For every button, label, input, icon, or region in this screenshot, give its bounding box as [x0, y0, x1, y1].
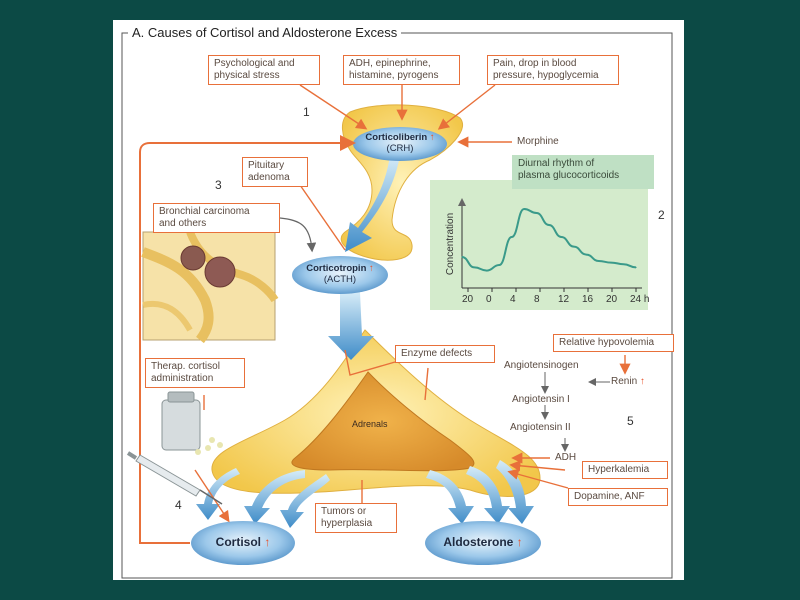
- bronchial-tissue-image: [141, 230, 279, 344]
- label-number-2: 2: [658, 208, 665, 222]
- inset-x-tick-label: 24 h: [630, 294, 650, 305]
- aldosterone-text: Aldosterone: [443, 535, 514, 549]
- stimulus-pain-box: Pain, drop in blood pressure, hypoglycem…: [487, 55, 619, 85]
- angiotensin1-label: Angiotensin I: [512, 394, 570, 405]
- inset-data-point: [461, 256, 463, 258]
- inset-x-tick-label: 20: [462, 294, 474, 305]
- adrenal-gland-shape: [211, 329, 541, 497]
- crh-line2: (CRH): [386, 143, 414, 154]
- dopamine-anf-box: Dopamine, ANF: [568, 488, 668, 506]
- bronchial-to-acth-arrow: [279, 217, 317, 253]
- acth-line2: (ACTH): [323, 274, 357, 285]
- inset-x-tick-label: 20: [606, 294, 618, 305]
- renin-label: Renin ↑: [611, 376, 645, 388]
- stimulus-morphine-label: Morphine: [517, 136, 559, 147]
- acth-to-adrenal-arrow: [328, 292, 374, 360]
- inset-data-point: [498, 264, 500, 266]
- renin-text: Renin: [611, 376, 638, 387]
- figure-title: A. Causes of Cortisol and Aldosterone Ex…: [128, 25, 402, 40]
- therap-to-cortisol-arrow: [194, 469, 230, 523]
- aldosterone-label: Aldosterone ↑: [425, 535, 541, 549]
- cortisol-up-arrow-icon: ↑: [264, 535, 271, 549]
- inset-x-tick-label: 4: [510, 294, 516, 305]
- inset-data-point: [548, 224, 550, 226]
- crh-up-arrow-icon: ↑: [429, 132, 435, 143]
- medicine-bottle-image: [161, 391, 223, 455]
- inset-data-point: [486, 270, 488, 272]
- inset-chart: [458, 198, 642, 292]
- acth-line1: Corticotropin: [306, 263, 367, 274]
- raas-arrows: [541, 372, 610, 452]
- renin-up-arrow-icon: ↑: [639, 376, 645, 387]
- enzyme-defects-box: Enzyme defects: [395, 345, 495, 363]
- inset-chart-title: Diurnal rhythm of plasma glucocorticoids: [518, 158, 620, 181]
- inset-chart-background: [430, 180, 648, 310]
- inset-x-tick-label: 16: [582, 294, 594, 305]
- stimulus-adh-box: ADH, epinephrine, histamine, pyrogens: [343, 55, 460, 85]
- inset-data-point: [523, 208, 525, 210]
- syringe-image: [126, 451, 223, 505]
- label-number-3: 3: [215, 178, 222, 192]
- adrenal-to-aldosterone-arrows: [426, 460, 534, 524]
- hyperkalemia-box: Hyperkalemia: [582, 461, 668, 479]
- inset-x-tick-label: 8: [534, 294, 540, 305]
- crh-oval: [353, 127, 447, 161]
- inset-data-point: [585, 254, 587, 256]
- acth-oval: [292, 256, 388, 294]
- tumors-hyperplasia-box: Tumors or hyperplasia: [315, 503, 397, 533]
- adrenals-label: Adrenals: [352, 419, 388, 429]
- raas-adh-label: ADH: [555, 452, 577, 463]
- inset-x-tick-label: 0: [486, 294, 492, 305]
- inset-data-point: [511, 236, 513, 238]
- inset-data-point: [473, 266, 476, 268]
- crh-to-acth-arrow: [345, 155, 400, 252]
- aldosterone-oval: [425, 521, 541, 565]
- inset-data-point: [560, 236, 563, 238]
- inset-data-point: [535, 212, 538, 214]
- angiotensin2-label: Angiotensin II: [510, 422, 571, 433]
- inset-data-point: [622, 263, 625, 265]
- crh-label: Corticoliberin ↑ (CRH): [353, 132, 447, 154]
- cortisol-oval: [191, 521, 295, 565]
- inset-chart-title-box: [512, 155, 654, 189]
- inset-x-tick-label: 12: [558, 294, 570, 305]
- adrenal-to-cortisol-arrows: [196, 468, 330, 528]
- angiotensinogen-label: Angiotensinogen: [504, 360, 579, 371]
- inset-data-point: [610, 262, 612, 264]
- inset-data-point: [635, 266, 637, 268]
- pituitary-adenoma-box: Pituitary adenoma: [242, 157, 308, 187]
- acth-label: Corticotropin ↑ (ACTH): [292, 263, 388, 285]
- crh-line1: Corticoliberin: [365, 132, 428, 143]
- therap-cortisol-box: Therap. cortisol administration: [145, 358, 245, 388]
- stimulus-psych-box: Psychological and physical stress: [208, 55, 320, 85]
- inset-chart-ylabel: Concentration: [445, 212, 457, 276]
- label-number-4: 4: [175, 498, 182, 512]
- label-number-5: 5: [627, 414, 634, 428]
- aldosterone-up-arrow-icon: ↑: [516, 535, 523, 549]
- bronchial-carcinoma-box: Bronchial carcinoma and others: [153, 203, 280, 233]
- cortisol-label: Cortisol ↑: [191, 535, 295, 549]
- cortisol-feedback-arrow: [139, 135, 356, 544]
- cortisol-text: Cortisol: [215, 535, 261, 549]
- relative-hypovolemia-box: Relative hypovolemia: [553, 334, 674, 352]
- inset-data-point: [573, 246, 575, 248]
- acth-up-arrow-icon: ↑: [369, 263, 374, 274]
- label-number-1: 1: [303, 105, 310, 119]
- inset-data-point: [598, 260, 600, 262]
